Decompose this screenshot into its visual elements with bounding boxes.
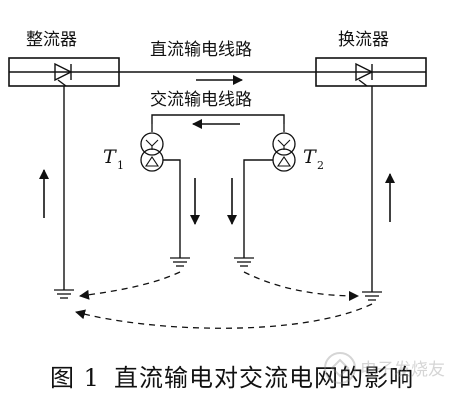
ground-current-return: [75, 303, 373, 329]
figure-number: 图 1: [50, 364, 100, 392]
ac-line: [151, 114, 285, 124]
ac-line-label: 交流输电线路: [150, 90, 252, 110]
t2-ground-lead: [243, 159, 273, 258]
rectifier-ground-icon: [54, 289, 74, 299]
t1-subscript: 1: [117, 159, 124, 172]
ground-current-right: [243, 271, 359, 301]
transformer-t2-icon: [272, 124, 296, 172]
t2-label: T: [303, 146, 317, 168]
t2-ground-icon: [234, 257, 254, 267]
t1-ground-lead: [163, 159, 181, 258]
inverter-ground-icon: [362, 291, 382, 301]
watermark-logo: 电子发烧友: [324, 352, 445, 384]
inverter-box: [315, 57, 427, 87]
t2-subscript: 2: [317, 159, 324, 172]
rectifier-label: 整流器: [26, 30, 77, 50]
t1-ground-icon: [170, 257, 190, 267]
t1-label: T: [103, 146, 117, 168]
figure-title: 直流输电对交流电网的影响: [113, 364, 414, 392]
figure-caption: 图 1 直流输电对交流电网的影响: [0, 358, 464, 393]
watermark-text: 电子发烧友: [360, 360, 445, 380]
dc-line-label: 直流输电线路: [150, 40, 252, 60]
inverter-label: 换流器: [338, 30, 389, 50]
rectifier-box: [8, 57, 120, 87]
transformer-t1-icon: [140, 124, 164, 172]
ground-current-left: [79, 271, 181, 300]
